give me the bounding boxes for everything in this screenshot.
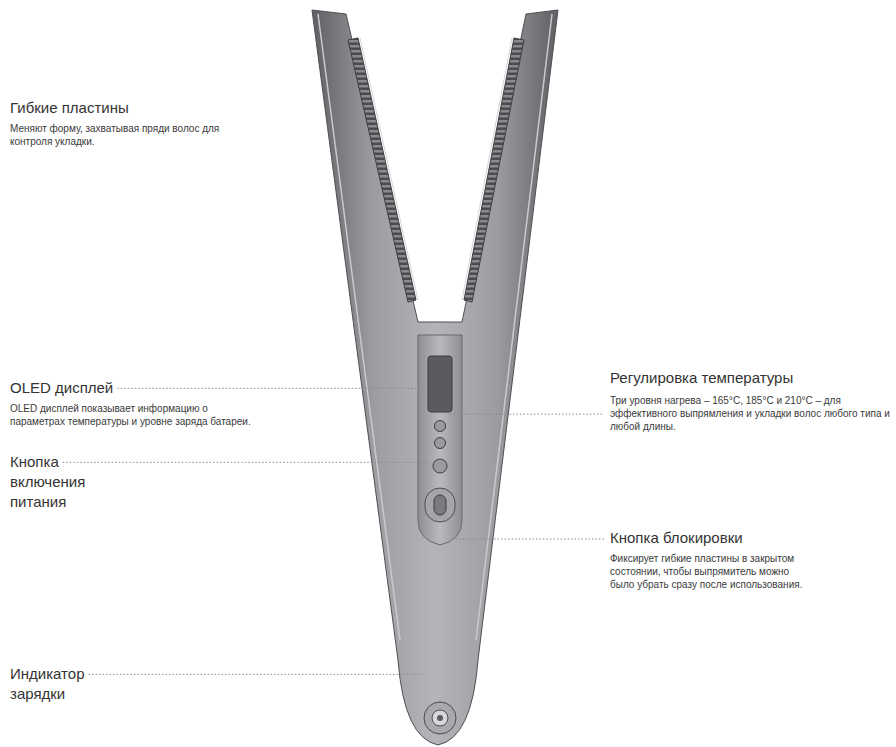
part-description: Меняют форму, захватывая пряди волос для…	[10, 122, 260, 148]
flexible-plate	[348, 38, 416, 302]
part-name: OLED дисплей	[10, 378, 250, 398]
lock-slider-track	[425, 488, 455, 522]
plate-edge	[360, 38, 418, 300]
charging-led	[437, 715, 443, 721]
part-name: Кнопка включения питания	[10, 452, 102, 512]
control-panel	[418, 335, 462, 545]
part-name: Гибкие пластины	[10, 98, 250, 118]
part-name: Регулировка температуры	[610, 368, 890, 388]
charging-port	[424, 702, 456, 734]
leader-line	[63, 462, 430, 463]
body-edge-highlight	[476, 14, 552, 640]
part-name: Индикатор зарядки	[10, 664, 102, 704]
leader-line	[89, 674, 423, 675]
charging-indicator	[432, 710, 448, 726]
lock-slider	[434, 495, 446, 515]
part-description: Фиксирует гибкие пластины в закрытом сос…	[610, 552, 810, 591]
temperature-button	[435, 421, 446, 432]
flexible-plate	[464, 38, 524, 302]
leader-line	[452, 539, 604, 540]
temperature-button	[435, 438, 446, 449]
part-name: Кнопка блокировки	[610, 528, 890, 548]
oled-display	[428, 356, 452, 412]
body-edge-highlight	[318, 14, 400, 640]
straightener-body	[312, 10, 558, 745]
power-button	[433, 459, 447, 473]
part-description: Три уровня нагрева – 165°C, 185°C и 210°…	[610, 394, 890, 433]
part-description: OLED дисплей показывает информацию о пар…	[10, 402, 260, 428]
leader-line	[117, 388, 424, 389]
plate-edge	[462, 38, 512, 300]
leader-line	[450, 414, 604, 415]
